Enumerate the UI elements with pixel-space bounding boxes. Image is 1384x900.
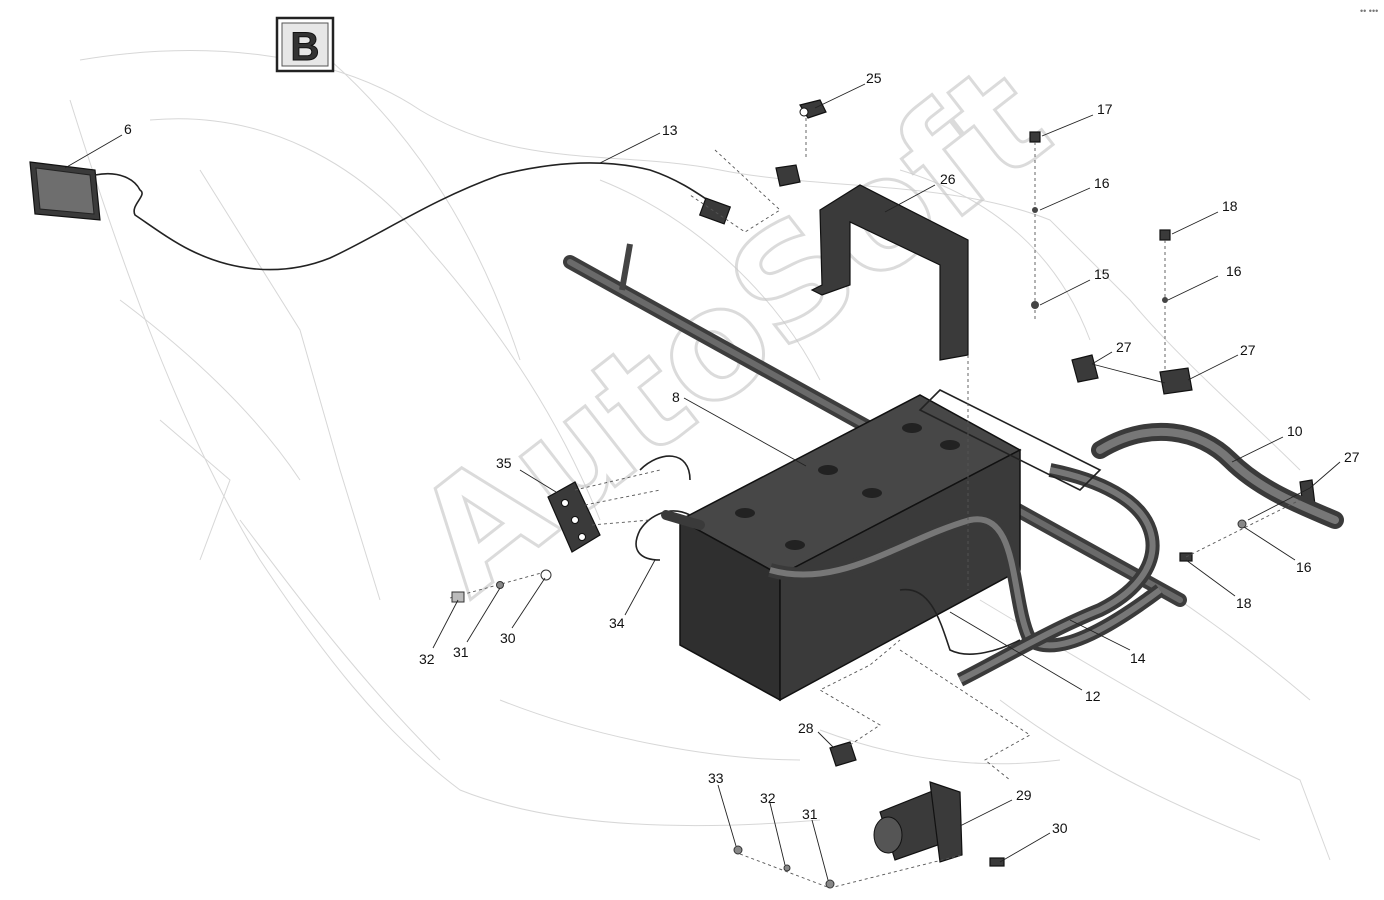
callout-label: 12 [1085, 688, 1101, 704]
callout-label: 34 [609, 615, 625, 631]
view-badge-letter: B [291, 25, 320, 69]
callout-label: 27 [1116, 339, 1132, 355]
callout-label: 18 [1236, 595, 1252, 611]
coolant-hose-10 [1091, 422, 1344, 529]
cable-clip-28 [819, 639, 1031, 781]
battery-cable-34 [635, 510, 705, 561]
callout-label: 18 [1222, 198, 1238, 214]
callout-label: 30 [500, 630, 516, 646]
callout-label: 10 [1287, 423, 1303, 439]
callout-label: 25 [866, 70, 882, 86]
callout-label: 26 [940, 171, 956, 187]
callout-label: 17 [1097, 101, 1113, 117]
corner-mark: •• ••• [1360, 6, 1378, 16]
callout-label: 31 [453, 644, 469, 660]
callout-label: 30 [1052, 820, 1068, 836]
callout-label: 29 [1016, 787, 1032, 803]
view-badge: B [275, 16, 335, 73]
clamps-27 [1071, 354, 1316, 508]
callout-label: 8 [672, 389, 680, 405]
leader-lines [64, 83, 1341, 881]
callout-label: 35 [496, 455, 512, 471]
callout-label: 31 [802, 806, 818, 822]
callout-label: 14 [1130, 650, 1146, 666]
callout-label: 16 [1296, 559, 1312, 575]
harness-connector [689, 149, 781, 233]
clip-25 [775, 99, 827, 187]
callout-label: 32 [760, 790, 776, 806]
junction-block-35 [547, 455, 691, 553]
callout-label: 32 [419, 651, 435, 667]
callout-label: 15 [1094, 266, 1110, 282]
fastener-stack-left [1029, 131, 1041, 320]
fastener-stack-right [1159, 229, 1171, 375]
hardware-bottom [733, 499, 1301, 889]
hoses-12-14 [768, 355, 1165, 687]
starter-solenoid-29 [873, 781, 963, 863]
callout-label: 28 [798, 720, 814, 736]
callout-label: 27 [1344, 449, 1360, 465]
work-lamp [29, 161, 716, 271]
callout-label: 16 [1226, 263, 1242, 279]
callout-label: 13 [662, 122, 678, 138]
callout-label: 27 [1240, 342, 1256, 358]
battery-hold-down-bracket [810, 184, 969, 361]
callout-label: 6 [124, 121, 132, 137]
callout-label: 16 [1094, 175, 1110, 191]
callout-labels: 6 13 25 17 26 16 18 16 15 27 27 8 10 27 … [124, 70, 1360, 836]
battery [678, 394, 1022, 702]
callout-label: 33 [708, 770, 724, 786]
